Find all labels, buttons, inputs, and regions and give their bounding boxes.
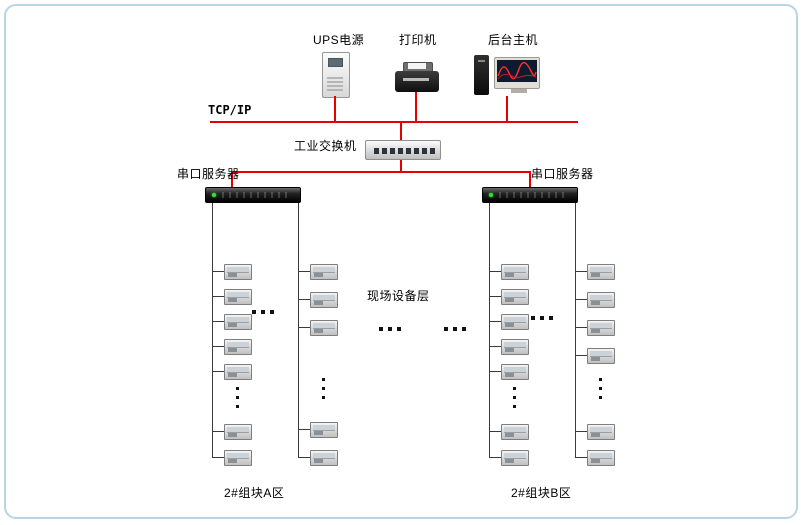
printer-network-wire	[415, 92, 417, 123]
device-stub-wire	[212, 457, 224, 458]
field-device-icon	[310, 450, 338, 466]
host-stand	[511, 89, 527, 93]
ellipsis-column-icon	[236, 387, 239, 408]
device-stub-wire	[212, 431, 224, 432]
right-server-drop-wire	[529, 173, 531, 189]
device-stub-wire	[212, 371, 224, 372]
host-tower	[474, 55, 489, 95]
field-device-icon	[501, 424, 529, 440]
right-serial-server-icon	[482, 187, 578, 203]
device-bus-line	[575, 203, 576, 458]
device-stub-wire	[298, 271, 310, 272]
field-device-icon	[224, 450, 252, 466]
device-stub-wire	[212, 296, 224, 297]
device-stub-wire	[575, 431, 587, 432]
device-stub-wire	[575, 327, 587, 328]
host-icon	[474, 54, 542, 96]
field-device-icon	[501, 339, 529, 355]
device-stub-wire	[298, 299, 310, 300]
ellipsis-group-b-icon	[531, 316, 553, 320]
switch-uplink-wire	[400, 123, 402, 141]
left-server-drop-wire	[231, 173, 233, 189]
device-stub-wire	[298, 327, 310, 328]
device-stub-wire	[489, 431, 501, 432]
host-network-wire	[506, 96, 508, 123]
device-stub-wire	[212, 346, 224, 347]
field-device-icon	[224, 314, 252, 330]
ellipsis-group-a-icon	[252, 310, 274, 314]
server-splitter-wire	[231, 171, 531, 173]
ups-network-wire	[334, 96, 336, 123]
switch-ports	[374, 148, 435, 154]
field-device-icon	[587, 292, 615, 308]
ellipsis-mid-left-icon	[379, 327, 401, 331]
field-device-icon	[587, 348, 615, 364]
tcpip-label: TCP/IP	[208, 103, 252, 117]
field-device-icon	[310, 320, 338, 336]
host-monitor	[494, 57, 540, 89]
field-device-icon	[587, 424, 615, 440]
device-bus-line	[298, 203, 299, 458]
device-stub-wire	[298, 429, 310, 430]
device-stub-wire	[489, 371, 501, 372]
field-device-icon	[310, 264, 338, 280]
ups-icon	[322, 52, 350, 98]
device-stub-wire	[575, 355, 587, 356]
tcpip-bus-line	[210, 121, 578, 123]
device-stub-wire	[575, 457, 587, 458]
ellipsis-column-icon	[322, 378, 325, 399]
device-stub-wire	[575, 299, 587, 300]
industrial-switch-icon	[365, 140, 441, 160]
device-stub-wire	[489, 271, 501, 272]
field-device-icon	[501, 264, 529, 280]
device-bus-line	[212, 203, 213, 458]
field-device-icon	[224, 289, 252, 305]
device-stub-wire	[489, 321, 501, 322]
field-device-icon	[310, 422, 338, 438]
device-bus-line	[489, 203, 490, 458]
printer-label: 打印机	[399, 33, 437, 47]
left-serial-server-icon	[205, 187, 301, 203]
ellipsis-column-icon	[513, 387, 516, 408]
ellipsis-column-icon	[599, 378, 602, 399]
left-serial-server-label: 串口服务器	[177, 167, 240, 181]
field-device-icon	[587, 320, 615, 336]
device-stub-wire	[489, 457, 501, 458]
printer-slot	[403, 78, 429, 81]
field-device-icon	[501, 289, 529, 305]
field-device-icon	[501, 314, 529, 330]
device-stub-wire	[212, 271, 224, 272]
device-stub-wire	[212, 321, 224, 322]
field-layer-label: 现场设备层	[367, 289, 430, 303]
printer-body	[395, 71, 439, 92]
field-device-icon	[224, 264, 252, 280]
field-device-icon	[224, 424, 252, 440]
host-screen	[497, 60, 537, 82]
field-device-icon	[501, 450, 529, 466]
host-waveform	[497, 61, 537, 80]
field-device-icon	[587, 450, 615, 466]
group-b-label: 2#组块B区	[511, 486, 572, 500]
field-device-icon	[310, 292, 338, 308]
ellipsis-mid-right-icon	[444, 327, 466, 331]
printer-icon	[395, 62, 439, 92]
group-a-label: 2#组块A区	[224, 486, 285, 500]
switch-downlink-wire	[400, 159, 402, 173]
field-device-icon	[587, 264, 615, 280]
host-label: 后台主机	[488, 33, 539, 47]
device-stub-wire	[489, 346, 501, 347]
field-device-icon	[501, 364, 529, 380]
device-stub-wire	[298, 457, 310, 458]
field-device-icon	[224, 364, 252, 380]
device-stub-wire	[489, 296, 501, 297]
switch-label: 工业交换机	[294, 139, 357, 153]
printer-paper	[408, 63, 426, 69]
ups-label: UPS电源	[313, 33, 365, 47]
right-serial-server-label: 串口服务器	[531, 167, 594, 181]
field-device-icon	[224, 339, 252, 355]
device-stub-wire	[575, 271, 587, 272]
